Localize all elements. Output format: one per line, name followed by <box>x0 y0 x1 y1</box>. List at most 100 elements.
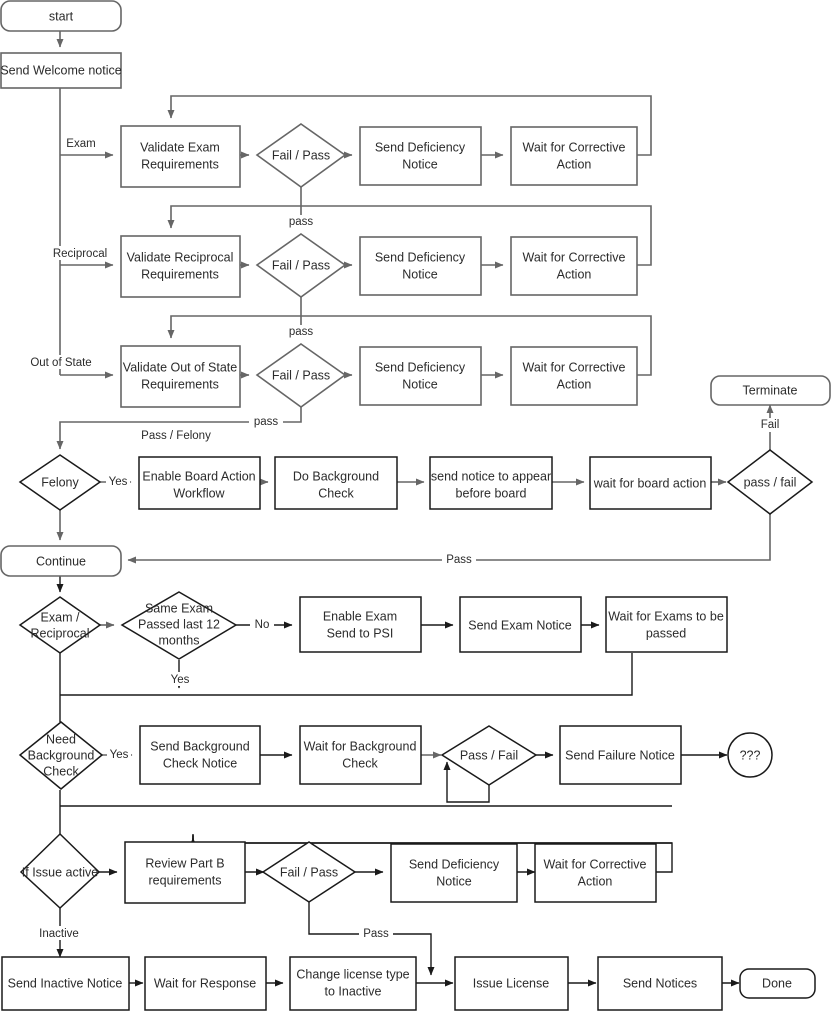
node-partb-fail-pass-label: Fail / Pass <box>280 865 338 879</box>
node-reciprocal-fail-pass[interactable]: Fail / Pass <box>255 233 347 298</box>
node-send-notices-label: Send Notices <box>623 976 697 990</box>
node-validate-exam-line2: Requirements <box>141 157 219 171</box>
node-reciprocal-fail-pass-label: Fail / Pass <box>272 258 330 272</box>
node-send-exam-notice[interactable]: Send Exam Notice <box>459 596 582 653</box>
node-unknown-end[interactable]: ??? <box>727 732 773 778</box>
node-exam-deficiency-line2: Notice <box>402 157 437 171</box>
edge-labels-layer: Exam Reciprocal Out of State pass pass p… <box>24 136 783 941</box>
node-validate-out-of-state-requirements[interactable]: Validate Out of State Requirements <box>120 345 241 408</box>
node-wait-for-background-check[interactable]: Wait for Background Check <box>299 725 422 785</box>
node-validate-reciprocal-line1: Validate Reciprocal <box>127 250 234 264</box>
edge-label-out-of-state: Out of State <box>24 355 99 369</box>
node-send-notice-appear-before-board[interactable]: send notice to appear before board <box>429 456 553 510</box>
node-partb-wait-line1: Wait for Corrective <box>543 857 646 871</box>
edge-label-oos-pass-text: pass <box>254 416 279 428</box>
node-out-of-state-fail-pass[interactable]: Fail / Pass <box>255 343 347 408</box>
node-wait-board-action-label: wait for board action <box>593 476 707 490</box>
node-done[interactable]: Done <box>739 968 816 999</box>
edge-label-pass-felony-text: Pass / Felony <box>141 430 211 442</box>
node-exam-fail-pass-label: Fail / Pass <box>272 148 330 162</box>
node-send-notice-board-line2: before board <box>456 486 527 500</box>
node-wait-for-board-action[interactable]: wait for board action <box>589 456 712 510</box>
node-board-pass-fail[interactable]: pass / fail <box>726 449 814 515</box>
edge-label-board-fail: Fail <box>757 418 783 432</box>
node-reciprocal-send-deficiency-notice[interactable]: Send Deficiency Notice <box>359 236 482 296</box>
edges-layer <box>56 31 774 987</box>
node-background-pass-fail[interactable]: Pass / Fail <box>440 725 538 786</box>
edge-partb-loop-horizontal <box>192 835 672 844</box>
edge-label-inactive-text: Inactive <box>39 928 79 940</box>
edge-exam-wait-loopback <box>167 95 652 156</box>
node-same-exam-line2: Passed last 12 <box>138 617 220 631</box>
node-wait-for-exams-to-be-passed[interactable]: Wait for Exams to be passed <box>605 596 728 653</box>
edge-label-same-exam-no-text: No <box>255 619 270 631</box>
node-send-failure-notice[interactable]: Send Failure Notice <box>559 725 682 785</box>
edge-label-board-pass-text: Pass <box>446 554 472 566</box>
node-wait-bg-line2: Check <box>342 756 378 770</box>
node-partb-fail-pass[interactable]: Fail / Pass <box>261 841 357 903</box>
node-send-welcome-notice[interactable]: Send Welcome notice <box>0 52 122 89</box>
node-exam-wait-line2: Action <box>557 157 592 171</box>
node-issue-license[interactable]: Issue License <box>454 956 569 1011</box>
edge-label-reciprocal-pass: pass <box>285 325 319 339</box>
node-send-notices[interactable]: Send Notices <box>597 956 723 1011</box>
node-exam-fail-pass[interactable]: Fail / Pass <box>255 123 347 188</box>
node-need-bg-line1: Need <box>46 732 76 746</box>
node-continue[interactable]: Continue <box>0 545 122 577</box>
node-felony-label: Felony <box>41 475 79 489</box>
node-partb-wait-corrective-action[interactable]: Wait for Corrective Action <box>534 843 657 903</box>
node-change-license-type-to-inactive[interactable]: Change license type to Inactive <box>289 956 417 1011</box>
edge-label-same-exam-no: No <box>250 618 274 632</box>
node-exam-reciprocal-line1: Exam / <box>41 610 80 624</box>
node-do-background-check[interactable]: Do Background Check <box>274 456 398 510</box>
node-send-inactive-notice[interactable]: Send Inactive Notice <box>1 956 130 1011</box>
node-if-issue-active[interactable]: If Issue active <box>19 832 101 910</box>
node-need-background-check[interactable]: Need Background Check <box>18 721 104 790</box>
node-wait-for-response[interactable]: Wait for Response <box>144 956 267 1011</box>
node-enable-board-action-workflow[interactable]: Enable Board Action Workflow <box>138 456 261 510</box>
node-oos-deficiency-line1: Send Deficiency <box>375 360 466 374</box>
node-out-of-state-send-deficiency-notice[interactable]: Send Deficiency Notice <box>359 346 482 406</box>
node-wait-bg-line1: Wait for Background <box>304 739 417 753</box>
edge-label-pass-felony: Pass / Felony <box>135 428 217 442</box>
node-review-partb-line1: Review Part B <box>145 856 224 870</box>
node-send-exam-notice-label: Send Exam Notice <box>468 618 572 632</box>
node-exam-wait-corrective-action[interactable]: Wait for Corrective Action <box>510 126 638 186</box>
node-exam-send-deficiency-notice[interactable]: Send Deficiency Notice <box>359 126 482 186</box>
node-partb-wait-line2: Action <box>578 874 613 888</box>
node-partb-send-deficiency-notice[interactable]: Send Deficiency Notice <box>390 843 518 903</box>
node-oos-fail-pass-label: Fail / Pass <box>272 368 330 382</box>
node-exam-reciprocal[interactable]: Exam / Reciprocal <box>18 596 102 654</box>
node-felony[interactable]: Felony <box>18 454 102 511</box>
node-continue-label: Continue <box>36 554 86 568</box>
node-validate-reciprocal-requirements[interactable]: Validate Reciprocal Requirements <box>120 235 241 298</box>
node-review-part-b-requirements[interactable]: Review Part B requirements <box>124 841 246 904</box>
node-start[interactable]: start <box>0 0 122 32</box>
node-terminate-label: Terminate <box>743 383 798 397</box>
node-send-inactive-notice-label: Send Inactive Notice <box>8 976 123 990</box>
node-terminate[interactable]: Terminate <box>710 375 831 406</box>
edge-label-felony-yes-text: Yes <box>109 476 128 488</box>
node-validate-reciprocal-line2: Requirements <box>141 267 219 281</box>
edge-label-exam-pass: pass <box>285 215 319 229</box>
node-oos-wait-line1: Wait for Corrective <box>522 360 625 374</box>
node-if-issue-active-label: If Issue active <box>22 865 98 879</box>
node-exam-reciprocal-line2: Reciprocal <box>30 626 89 640</box>
node-enable-exam-line2: Send to PSI <box>327 626 394 640</box>
node-change-type-line2: to Inactive <box>325 984 382 998</box>
node-need-bg-line2: Background <box>28 748 95 762</box>
node-oos-deficiency-line2: Notice <box>402 377 437 391</box>
node-reciprocal-wait-line2: Action <box>557 267 592 281</box>
node-reciprocal-wait-corrective-action[interactable]: Wait for Corrective Action <box>510 236 638 296</box>
node-partb-deficiency-line1: Send Deficiency <box>409 857 500 871</box>
node-enable-exam-send-to-psi[interactable]: Enable Exam Send to PSI <box>299 596 422 653</box>
node-need-bg-line3: Check <box>43 764 79 778</box>
node-reciprocal-deficiency-line1: Send Deficiency <box>375 250 466 264</box>
node-out-of-state-wait-corrective-action[interactable]: Wait for Corrective Action <box>510 346 638 406</box>
node-same-exam-line1: Same Exam <box>145 601 213 615</box>
node-validate-exam-requirements[interactable]: Validate Exam Requirements <box>120 125 241 188</box>
node-same-exam-passed-last-12-months[interactable]: Same Exam Passed last 12 months <box>120 591 238 660</box>
node-same-exam-line3: months <box>159 633 200 647</box>
node-send-background-check-notice[interactable]: Send Background Check Notice <box>139 725 261 785</box>
node-send-bg-notice-line2: Check Notice <box>163 756 237 770</box>
